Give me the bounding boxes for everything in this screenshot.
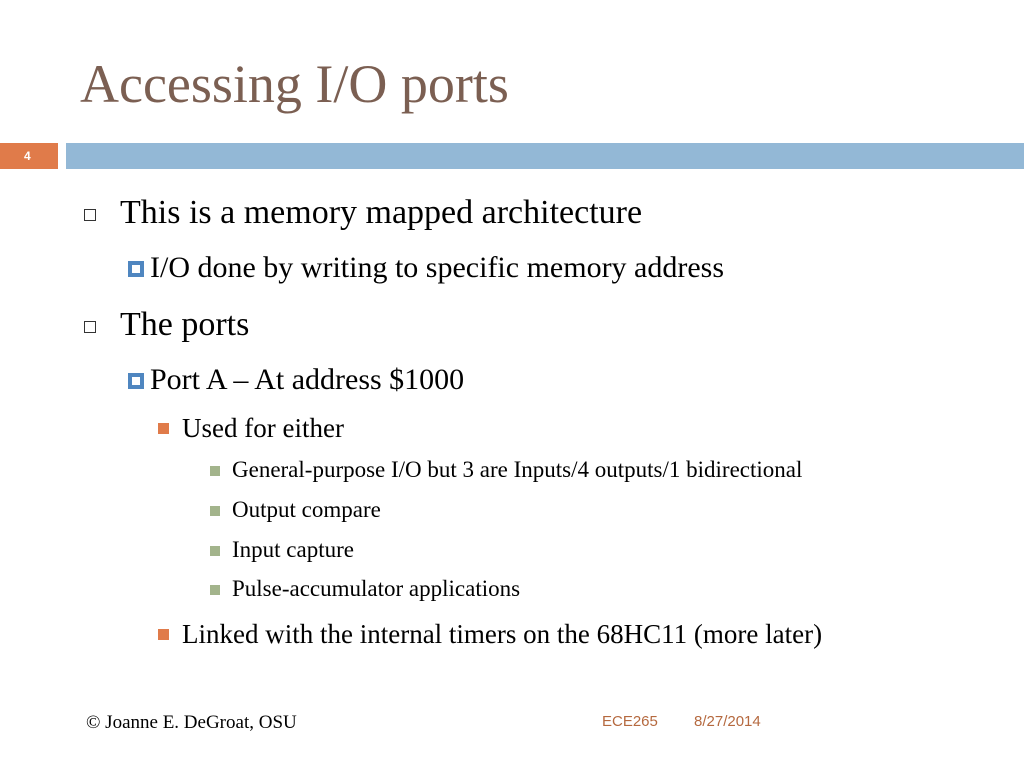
footer-copyright: © Joanne E. DeGroat, OSU bbox=[86, 712, 297, 733]
bullet-text: I/O done by writing to specific memory a… bbox=[150, 251, 725, 284]
orange-square-bullet-icon bbox=[158, 423, 169, 434]
bullet-text: Output compare bbox=[232, 497, 381, 522]
footer-course: ECE265 bbox=[602, 713, 658, 730]
bullet-text: General-purpose I/O but 3 are Inputs/4 o… bbox=[232, 457, 803, 482]
footer-date: 8/27/2014 bbox=[694, 713, 761, 730]
slide-number: 4 bbox=[0, 143, 58, 169]
hollow-square-bullet-icon bbox=[84, 321, 96, 333]
bullet-text: This is a memory mapped architecture bbox=[120, 194, 643, 231]
sage-square-bullet-icon bbox=[210, 546, 220, 556]
sage-square-bullet-icon bbox=[210, 506, 220, 516]
slide-title: Accessing I/O ports bbox=[80, 54, 509, 114]
bullet-text: Used for either bbox=[182, 413, 344, 443]
sage-square-bullet-icon bbox=[210, 585, 220, 595]
hollow-square-bullet-icon bbox=[84, 209, 96, 221]
bullet-text: Pulse-accumulator applications bbox=[232, 576, 521, 601]
sage-square-bullet-icon bbox=[210, 466, 220, 476]
bullet-text: The ports bbox=[120, 306, 250, 343]
title-divider-bar bbox=[66, 143, 1024, 169]
bullet-text: Input capture bbox=[232, 537, 354, 562]
bullet-text: Linked with the internal timers on the 6… bbox=[182, 619, 823, 649]
blue-square-bullet-icon bbox=[128, 261, 144, 277]
blue-square-bullet-icon bbox=[128, 373, 144, 389]
bullet-text: Port A – At address $1000 bbox=[150, 363, 465, 396]
orange-square-bullet-icon bbox=[158, 629, 169, 640]
